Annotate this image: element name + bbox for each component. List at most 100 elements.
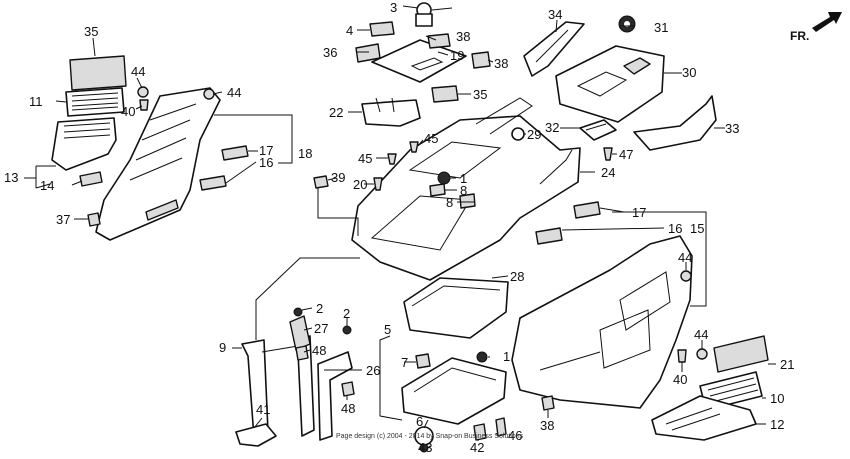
- callout-27: 28: [510, 269, 524, 284]
- callout-39: 39: [331, 170, 345, 185]
- callout-13: 13: [4, 170, 18, 185]
- callout-36: 38: [494, 56, 508, 71]
- part-4-latch: [369, 21, 395, 37]
- callout-4: 4: [346, 23, 353, 38]
- callout-44-b: 44: [227, 85, 241, 100]
- leader-lines: [24, 5, 776, 449]
- part-8-clip-upper: [429, 183, 446, 197]
- part-22-hinge: [361, 99, 421, 127]
- callout-30: 31: [654, 20, 668, 35]
- part-31-switch: [579, 119, 617, 141]
- callout-18: 18: [298, 146, 312, 161]
- part-48-nut-right: [341, 381, 355, 397]
- part-37-pad: [427, 33, 451, 49]
- callout-40-b: 40: [673, 372, 687, 387]
- part-38-screw-left: [87, 212, 101, 227]
- part-15-side-panel: [511, 235, 693, 409]
- part-2-grommet-left: [293, 307, 303, 317]
- top-right-group: [555, 45, 717, 161]
- callout-14: 14: [40, 178, 54, 193]
- part-39-nut: [313, 175, 329, 189]
- part-23-cover: [69, 55, 127, 91]
- part-29-tray: [555, 45, 665, 123]
- part-5-tray: [401, 357, 507, 425]
- part-11-vent: [65, 87, 125, 117]
- part-32-trim: [633, 95, 717, 151]
- part-38-screw-center: [541, 395, 555, 411]
- callout-10: 10: [770, 391, 784, 406]
- callout-38-b: 38: [540, 418, 554, 433]
- callout-5: 5: [384, 322, 391, 337]
- callout-labels: 35 44 11 40 44 13 14 37 17 16 18 3 4 38 …: [4, 0, 794, 455]
- callout-44-d: 44: [694, 327, 708, 342]
- callout-31: 32: [545, 120, 559, 135]
- part-27-armrest: [403, 277, 509, 339]
- callout-21: 21: [780, 357, 794, 372]
- part-16-clip-left: [199, 175, 227, 191]
- part-9-bracket-left: [241, 339, 269, 439]
- lower-center-group: [401, 277, 555, 453]
- part-12-frame: [651, 395, 757, 441]
- callout-47: 47: [619, 147, 633, 162]
- part-8-clip-lower: [459, 193, 476, 209]
- callout-8-b: 8: [446, 195, 453, 210]
- copyright-notice: Page design (c) 2004 - 2014 by Snap-on B…: [336, 433, 524, 440]
- main-console: [313, 97, 581, 281]
- part-40-nut-right: [677, 349, 687, 363]
- front-direction-indicator: FR.: [790, 12, 842, 43]
- part-45-screw-upper: [409, 141, 419, 153]
- callout-44-a: 44: [131, 64, 145, 79]
- lower-left-group: [235, 307, 355, 447]
- callout-2-a: 2: [316, 301, 323, 316]
- callout-25: 26: [366, 363, 380, 378]
- callout-40-a: 40: [121, 104, 135, 119]
- callout-32: 33: [725, 121, 739, 136]
- callout-3: 3: [390, 0, 397, 15]
- part-1-grommet-lower: [476, 351, 488, 363]
- part-13-frame: [51, 117, 117, 171]
- callout-8-a: 8: [460, 183, 467, 198]
- part-18-side-panel: [95, 87, 221, 241]
- callout-24: 24: [601, 165, 615, 180]
- part-36-pad: [471, 51, 491, 69]
- left-side-panel-group: [51, 55, 249, 241]
- part-19-lid: [371, 39, 467, 83]
- callout-26: 27: [314, 321, 328, 336]
- part-35-pad: [355, 43, 381, 63]
- callout-22: 22: [329, 105, 343, 120]
- callout-37: 38: [456, 29, 470, 44]
- front-direction-label: FR.: [790, 29, 809, 43]
- part-45-screw-lower: [387, 153, 397, 165]
- part-7-clip: [415, 353, 431, 369]
- callout-17-b: 17: [632, 205, 646, 220]
- callout-45-b: 45: [358, 151, 372, 166]
- callout-12: 12: [770, 417, 784, 432]
- callout-44-c: 44: [678, 250, 692, 265]
- callout-29: 30: [682, 65, 696, 80]
- part-44-clip-top: [203, 88, 215, 100]
- part-33-bracket: [523, 21, 585, 77]
- part-44-clip-right-upper: [680, 270, 692, 282]
- callout-9: 9: [219, 340, 226, 355]
- part-48-nut-left: [295, 345, 309, 361]
- callout-45-a: 45: [424, 131, 438, 146]
- callout-1-b: 1: [503, 349, 510, 364]
- callout-23: 35: [84, 24, 98, 39]
- front-arrow-icon: [812, 12, 842, 32]
- part-2-grommet-right: [342, 325, 352, 335]
- part-34-pad: [431, 85, 459, 103]
- callout-48-a: 48: [312, 343, 326, 358]
- callout-28: 29: [527, 127, 541, 142]
- part-42-screw: [473, 423, 487, 441]
- callout-38-a: 37: [56, 212, 70, 227]
- callout-16-a: 16: [259, 155, 273, 170]
- part-41-holder: [235, 423, 277, 447]
- part-28-grommet: [511, 127, 525, 141]
- callout-46: 46: [508, 428, 522, 443]
- callout-16-b: 16: [668, 221, 682, 236]
- part-1-grommet-upper: [437, 171, 451, 185]
- callout-48-b: 48: [341, 401, 355, 416]
- callout-6: 6: [416, 414, 423, 429]
- callout-43: 43: [418, 440, 432, 455]
